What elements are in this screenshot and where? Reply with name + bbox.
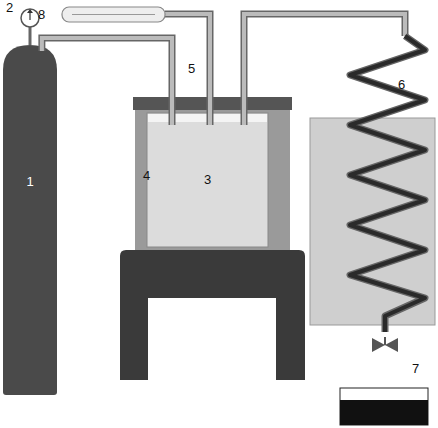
pipe-outline bbox=[42, 38, 172, 125]
part-box: 1 bbox=[3, 45, 57, 395]
gauge-needle-head bbox=[27, 9, 33, 13]
vessel bbox=[147, 113, 268, 247]
callout-number: 4 bbox=[143, 169, 150, 183]
gas-pipe bbox=[42, 38, 172, 125]
valve-stem bbox=[384, 337, 386, 345]
tube-outline bbox=[244, 14, 405, 125]
callout-number: 6 bbox=[398, 78, 405, 92]
part-box: 43 bbox=[135, 97, 290, 250]
callout-number: 2 bbox=[6, 1, 13, 15]
part-box: 3 bbox=[147, 113, 268, 247]
callout-number: 1 bbox=[26, 175, 33, 189]
pressure-gauge bbox=[21, 9, 39, 27]
gauge-pipe bbox=[29, 27, 32, 45]
pipe bbox=[42, 38, 172, 125]
collected-liquid bbox=[340, 400, 428, 425]
callout-number: 5 bbox=[188, 62, 195, 76]
condenser-coil bbox=[350, 36, 425, 332]
collector bbox=[340, 388, 428, 425]
stand bbox=[120, 250, 305, 380]
valve bbox=[372, 338, 398, 352]
tube bbox=[244, 14, 405, 125]
coil-outline bbox=[350, 36, 425, 332]
callout-number: 8 bbox=[38, 8, 45, 22]
callout-number: 7 bbox=[412, 362, 419, 376]
callout-number: 3 bbox=[204, 173, 211, 187]
flow-meter-tube bbox=[72, 14, 155, 15]
gas-cylinder bbox=[3, 45, 57, 395]
flow-meter bbox=[62, 7, 165, 22]
